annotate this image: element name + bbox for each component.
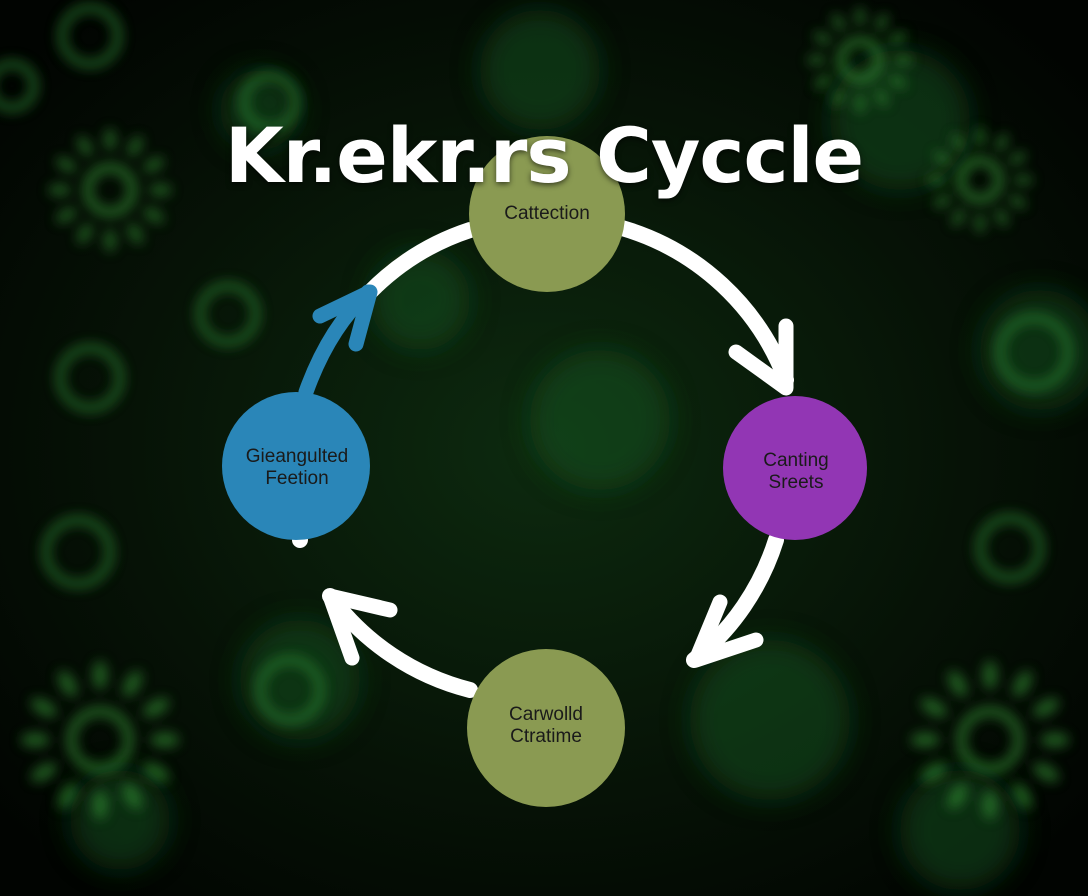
blurred-cell xyxy=(980,290,1088,410)
spiky-microbe xyxy=(48,128,172,252)
node-right-label-line-2: Sreets xyxy=(768,472,824,493)
blurred-cell xyxy=(480,10,600,130)
node-left-label-line-1: Gieangulted xyxy=(245,446,349,467)
spiky-microbe xyxy=(910,660,1070,820)
spiky-microbe xyxy=(20,660,180,820)
node-left-label-line-2: Feetion xyxy=(265,468,329,489)
ring-cell xyxy=(255,655,325,725)
diagram-title: Kr.ekr.rs Cyccle xyxy=(224,111,864,200)
spiky-microbe xyxy=(807,7,913,113)
accent-arrowhead-icon xyxy=(312,284,378,352)
node-left xyxy=(222,392,370,540)
ring-cell xyxy=(975,513,1045,583)
arrowhead-bottom-left-icon xyxy=(322,588,398,666)
arrowhead-bottom-right-icon xyxy=(688,594,764,668)
arrowhead-right-icon xyxy=(728,318,794,396)
node-top xyxy=(469,136,625,292)
ring-cell xyxy=(41,515,115,589)
node-bottom xyxy=(467,649,625,807)
ring-cell xyxy=(995,313,1073,391)
ring-cell xyxy=(195,281,261,347)
spiky-microbe xyxy=(927,127,1033,233)
ring-cell xyxy=(239,71,301,133)
blurred-cell xyxy=(690,640,850,800)
ring-cell xyxy=(55,343,125,413)
ring-cell xyxy=(57,3,123,69)
ring-cell xyxy=(0,59,39,113)
node-right-label: Canting Sreets xyxy=(763,450,829,494)
node-left-label: Gieangulted Feetion xyxy=(246,446,348,490)
blurred-cell xyxy=(530,350,670,490)
ring-arc-top-left xyxy=(362,222,478,300)
node-bottom-label: Carwolld Ctratime xyxy=(509,704,583,748)
node-top-label: Cattection xyxy=(504,203,590,225)
ring-arc-top-right xyxy=(614,220,794,388)
node-right-label-line-1: Canting xyxy=(763,450,829,471)
node-right xyxy=(723,396,867,540)
node-bottom-label-line-2: Ctratime xyxy=(510,726,582,747)
node-bottom-label-line-1: Carwolld xyxy=(509,704,583,725)
node-top-label-line-1: Cattection xyxy=(504,203,590,224)
